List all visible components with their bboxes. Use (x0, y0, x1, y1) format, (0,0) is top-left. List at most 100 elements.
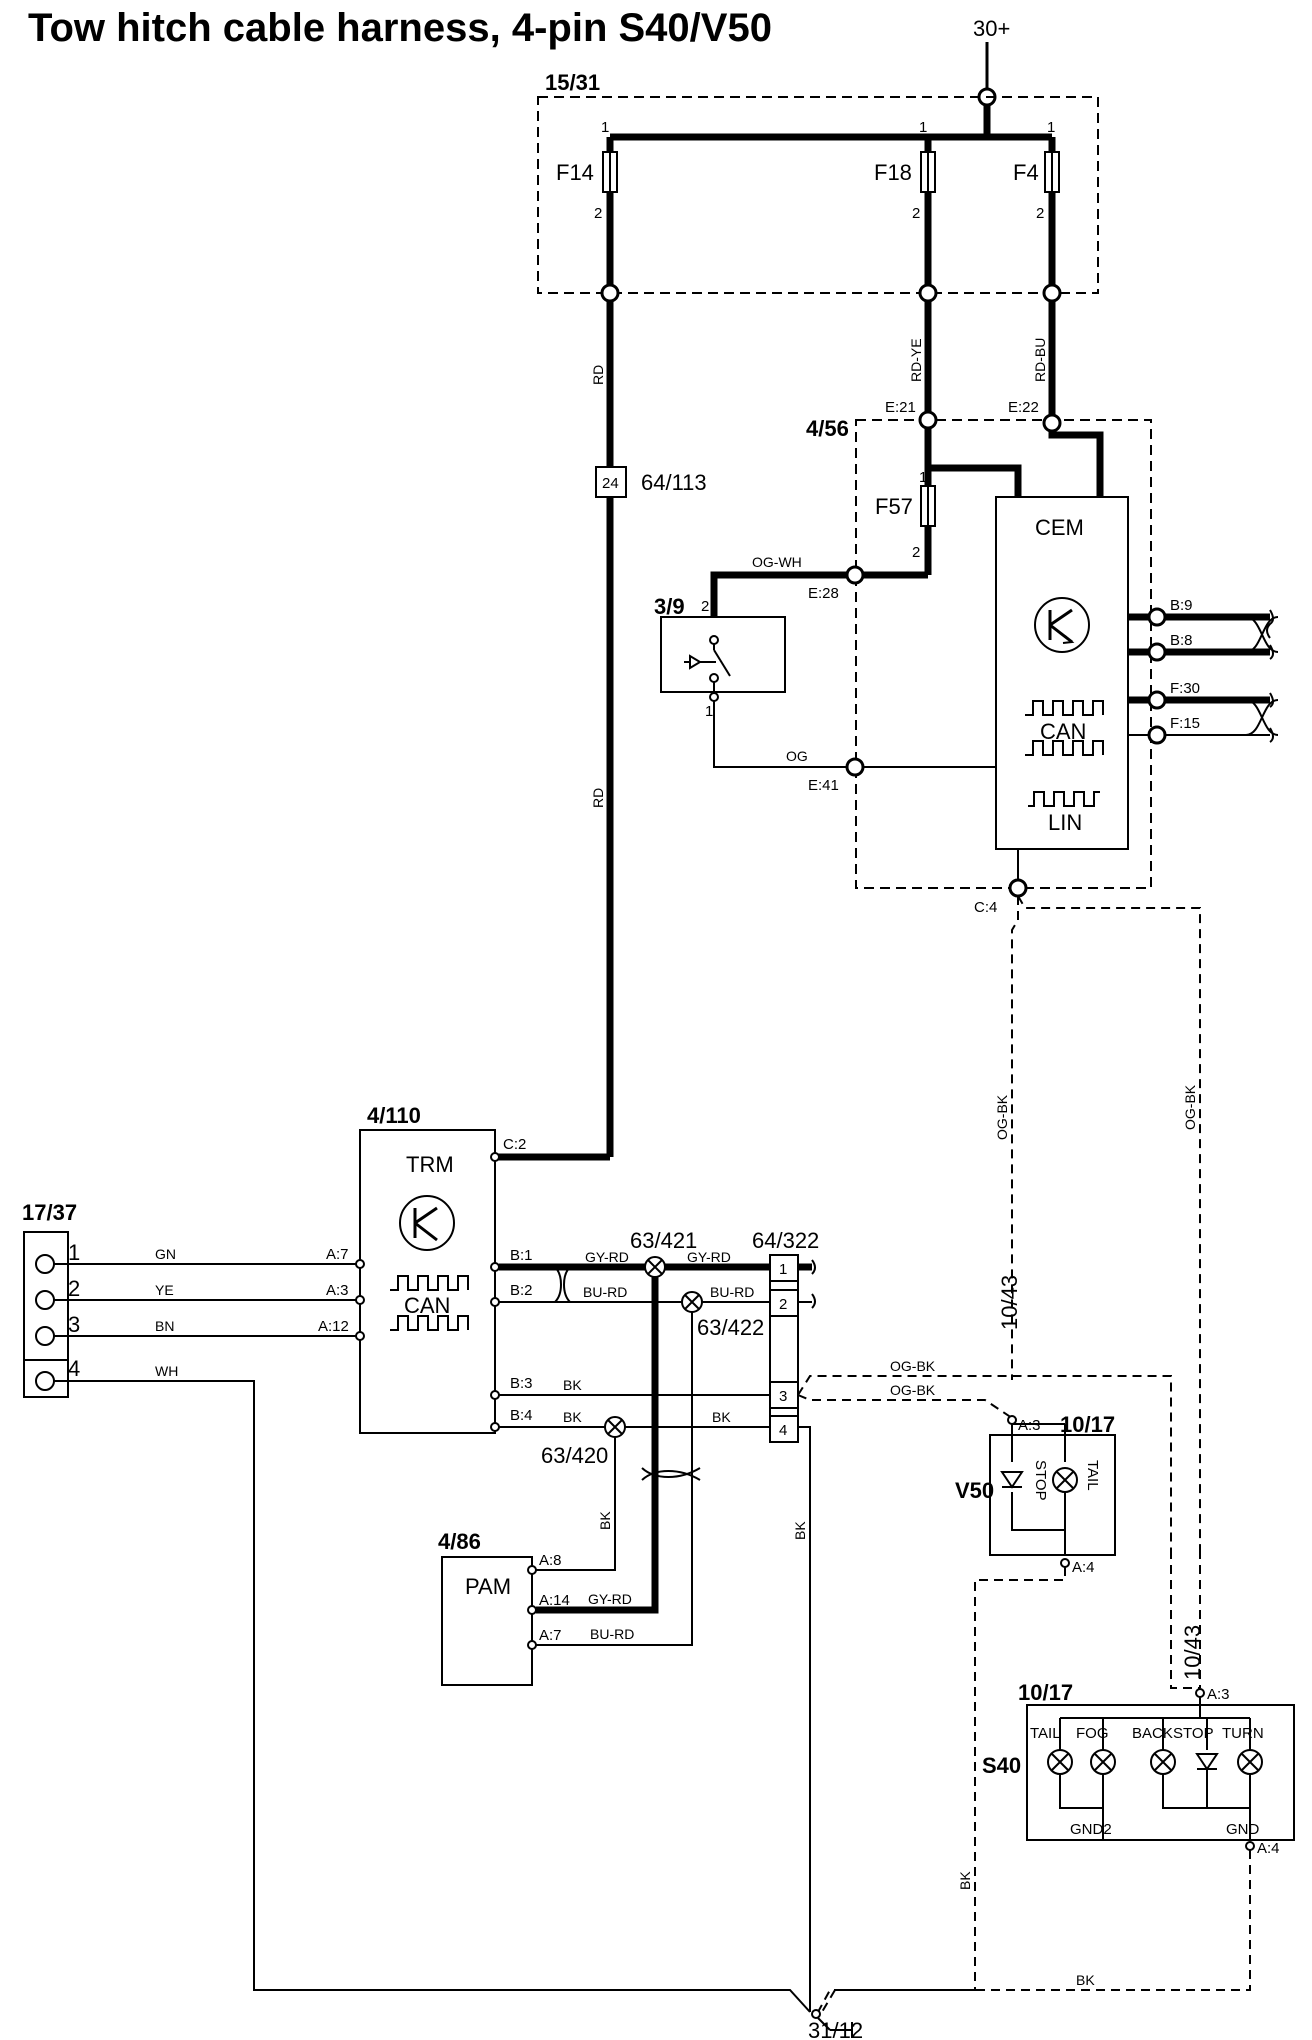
connector-64-322 (769, 1254, 799, 1443)
trm-transistor-icon (399, 1195, 455, 1251)
svg-text:F18: F18 (874, 160, 912, 185)
svg-text:B:4: B:4 (510, 1407, 533, 1424)
diagram-title: Tow hitch cable harness, 4-pin S40/V50 (28, 6, 772, 50)
fuse-f18: F18 1 2 (874, 119, 936, 293)
svg-text:E:28: E:28 (808, 585, 839, 602)
cem-right-pins: B:9 B:8 F:30 F:15 (1128, 597, 1279, 745)
trm-module (359, 1129, 496, 1434)
svg-text:RD: RD (590, 365, 606, 385)
svg-text:PAM: PAM (465, 1574, 511, 1599)
svg-text:OG-BK: OG-BK (890, 1382, 936, 1398)
svg-text:63/422: 63/422 (697, 1315, 764, 1340)
svg-text:C:2: C:2 (503, 1136, 526, 1153)
svg-text:F14: F14 (556, 160, 594, 185)
svg-text:10/17: 10/17 (1060, 1412, 1115, 1437)
svg-text:4: 4 (68, 1356, 80, 1381)
svg-text:A:3: A:3 (1018, 1417, 1041, 1434)
svg-text:10/17: 10/17 (1018, 1680, 1073, 1705)
svg-text:31/12: 31/12 (808, 2018, 863, 2040)
svg-text:10/43: 10/43 (1180, 1625, 1205, 1680)
switch-icon (713, 649, 731, 677)
lin-signal-icon (1028, 791, 1100, 807)
svg-text:A:14: A:14 (539, 1592, 570, 1609)
svg-text:1: 1 (919, 469, 927, 486)
svg-text:2: 2 (779, 1296, 787, 1313)
svg-text:1: 1 (1047, 119, 1055, 136)
svg-text:GY-RD: GY-RD (588, 1591, 632, 1607)
svg-text:A:4: A:4 (1257, 1840, 1280, 1857)
splice-63-420 (604, 1416, 626, 1438)
svg-text:OG-WH: OG-WH (752, 554, 802, 570)
splice-63-422 (681, 1291, 703, 1313)
svg-text:A:3: A:3 (1207, 1686, 1230, 1703)
svg-text:CEM: CEM (1035, 515, 1084, 540)
svg-text:1: 1 (779, 1261, 787, 1278)
can-signal-icon (1025, 700, 1104, 716)
svg-text:B:3: B:3 (510, 1375, 533, 1392)
svg-text:RD-YE: RD-YE (908, 338, 924, 382)
transistor-icon (1034, 597, 1090, 653)
fuse-f4: F4 1 2 (1013, 119, 1060, 293)
svg-text:TRM: TRM (406, 1152, 454, 1177)
svg-text:F:30: F:30 (1170, 680, 1200, 697)
svg-text:V50: V50 (955, 1478, 994, 1503)
svg-text:E:41: E:41 (808, 777, 839, 794)
svg-text:BN: BN (155, 1318, 174, 1334)
svg-text:A:8: A:8 (539, 1552, 562, 1569)
fuse-f14: F14 1 2 (556, 119, 618, 293)
switch-3-9 (660, 616, 786, 693)
svg-text:WH: WH (155, 1363, 178, 1379)
svg-text:63/420: 63/420 (541, 1443, 608, 1468)
svg-text:FOG: FOG (1076, 1725, 1109, 1742)
svg-text:A:7: A:7 (326, 1246, 349, 1263)
splice-63-421 (644, 1256, 666, 1278)
svg-text:1: 1 (68, 1240, 80, 1265)
svg-text:F57: F57 (875, 494, 913, 519)
svg-text:CAN: CAN (1040, 719, 1086, 744)
svg-text:4: 4 (779, 1422, 787, 1439)
svg-text:E:21: E:21 (885, 399, 916, 416)
svg-text:E:22: E:22 (1008, 399, 1039, 416)
svg-text:BU-RD: BU-RD (710, 1284, 754, 1300)
svg-text:LIN: LIN (1048, 810, 1082, 835)
svg-text:GND: GND (1226, 1821, 1260, 1838)
svg-text:S40: S40 (982, 1753, 1021, 1778)
splice-64-113 (595, 466, 627, 498)
svg-text:YE: YE (155, 1282, 174, 1298)
svg-text:BK: BK (563, 1409, 582, 1425)
svg-text:BK: BK (1076, 1972, 1095, 1988)
svg-text:BK: BK (597, 1511, 613, 1530)
svg-text:B:2: B:2 (510, 1282, 533, 1299)
trm-can-icon (390, 1275, 469, 1291)
svg-text:GY-RD: GY-RD (687, 1249, 731, 1265)
svg-text:F4: F4 (1013, 160, 1039, 185)
svg-text:BU-RD: BU-RD (590, 1626, 634, 1642)
svg-text:GY-RD: GY-RD (585, 1249, 629, 1265)
svg-text:GND2: GND2 (1070, 1821, 1112, 1838)
cem-module (995, 496, 1129, 850)
supply-30-label: 30+ (973, 16, 1010, 41)
svg-text:A:12: A:12 (318, 1318, 349, 1335)
ground-symbol (811, 2009, 853, 2038)
svg-text:64/322: 64/322 (752, 1228, 819, 1253)
svg-text:1: 1 (919, 119, 927, 136)
svg-text:RD-BU: RD-BU (1032, 338, 1048, 382)
svg-text:A:7: A:7 (539, 1627, 562, 1644)
stop-led-icon (1195, 1753, 1219, 1771)
pam-module (441, 1556, 533, 1686)
fuse-f57: F57 1 2 (875, 428, 936, 575)
svg-text:STOP: STOP (1032, 1460, 1049, 1501)
fusebox-id: 15/31 (545, 70, 600, 95)
svg-text:1: 1 (601, 119, 609, 136)
svg-text:BK: BK (792, 1521, 808, 1540)
svg-text:2: 2 (912, 205, 920, 222)
svg-text:OG-BK: OG-BK (1182, 1084, 1198, 1130)
svg-text:STOP: STOP (1173, 1725, 1214, 1742)
lamp-v50 (989, 1415, 1116, 1568)
svg-text:17/37: 17/37 (22, 1200, 77, 1225)
svg-text:2: 2 (594, 205, 602, 222)
svg-text:64/113: 64/113 (641, 470, 707, 495)
svg-text:CAN: CAN (404, 1293, 450, 1318)
svg-text:OG-BK: OG-BK (994, 1094, 1010, 1140)
svg-text:24: 24 (602, 475, 619, 492)
